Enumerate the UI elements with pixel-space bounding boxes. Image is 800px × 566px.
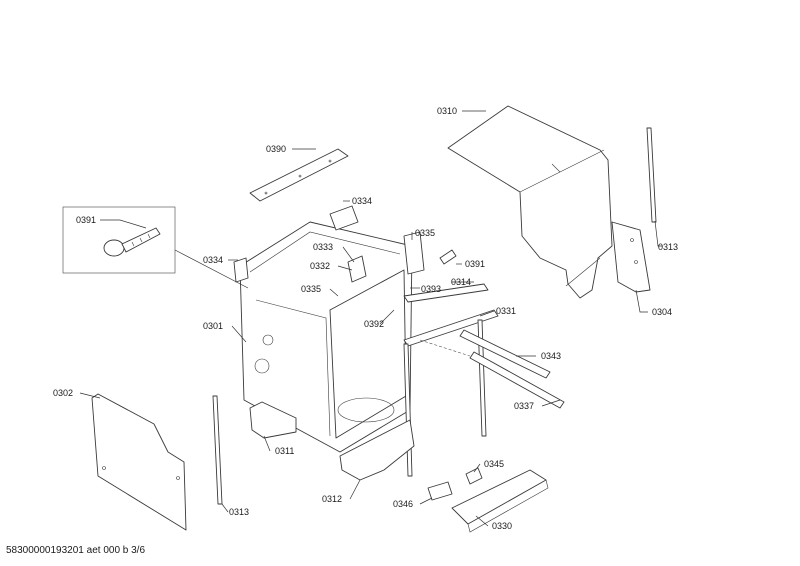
assembly-dashed-line (419, 339, 471, 357)
part-0343-rod (459, 329, 551, 379)
label-0334-left: 0334 (203, 255, 223, 265)
part-0301-main-frame (239, 221, 413, 453)
part-0391-inset (62, 206, 176, 274)
part-0331-frame-rail (403, 309, 499, 477)
part-0337-rod (469, 351, 565, 409)
label-0391-inset: 0391 (76, 215, 96, 225)
label-0330: 0330 (492, 521, 512, 531)
label-0390: 0390 (266, 144, 286, 154)
part-0304-side-rail (611, 221, 651, 293)
label-0331: 0331 (496, 306, 516, 316)
part-0311-base (249, 401, 297, 439)
part-0345-clip (465, 467, 483, 485)
label-0302: 0302 (53, 388, 73, 398)
part-0334-left-bracket (233, 257, 249, 283)
label-0346: 0346 (393, 499, 413, 509)
part-0302-side-panel (91, 393, 187, 531)
part-0346-clip (427, 481, 453, 501)
label-0335-top: 0335 (415, 228, 435, 238)
label-0392: 0392 (364, 319, 384, 329)
part-0335-hinge (403, 231, 425, 275)
label-0313-right: 0313 (658, 242, 678, 252)
part-0313-left-strip (212, 395, 223, 505)
label-0332: 0332 (310, 261, 330, 271)
label-0304: 0304 (652, 307, 672, 317)
part-0330-tray (451, 469, 549, 533)
label-0391-right: 0391 (465, 259, 485, 269)
footer-document-id: 58300000193201 aet 000 b 3/6 (6, 545, 145, 556)
label-0310: 0310 (437, 106, 457, 116)
part-0312-base-plate (339, 419, 415, 481)
label-0345: 0345 (484, 459, 504, 469)
label-0337: 0337 (514, 401, 534, 411)
part-0314-rail (403, 283, 489, 303)
label-0393: 0393 (421, 284, 441, 294)
label-0313-left: 0313 (229, 507, 249, 517)
part-0310-cover-panel (447, 105, 613, 299)
label-0314: 0314 (451, 277, 471, 287)
part-0333-bracket (347, 255, 367, 283)
part-labels: 0310 0313 0304 0390 0391 0334 0334 0333 … (53, 106, 678, 531)
label-0312: 0312 (322, 494, 342, 504)
label-0333: 0333 (313, 242, 333, 252)
label-0311: 0311 (275, 446, 294, 456)
part-0390-top-bar (249, 148, 349, 202)
part-0334-upper-bracket (329, 205, 359, 231)
label-0343: 0343 (541, 351, 561, 361)
label-0301: 0301 (203, 321, 223, 331)
part-0313-right-strip (646, 127, 657, 223)
part-0391-screw (439, 249, 457, 265)
label-0334-top: 0334 (352, 196, 372, 206)
leader-lines (79, 110, 662, 527)
label-0335-mid: 0335 (301, 284, 321, 294)
